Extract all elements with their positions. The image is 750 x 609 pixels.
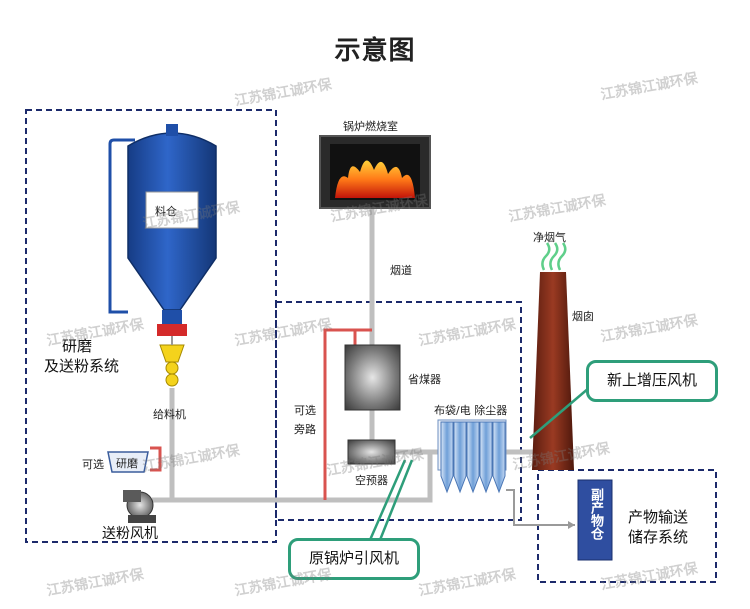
silo-outlet xyxy=(162,310,182,324)
flue-gas-treatment-region xyxy=(275,301,522,521)
flue-label: 烟道 xyxy=(390,264,412,277)
byproduct-system-label-1: 产物输送 xyxy=(628,508,689,526)
silo-outlet-flange xyxy=(157,324,187,336)
feeder-rotor-2 xyxy=(165,373,179,387)
clean-gas-label: 净烟气 xyxy=(533,231,566,244)
chimney-label: 烟囱 xyxy=(572,310,594,323)
economizer-label: 省煤器 xyxy=(408,373,441,386)
powder-fan xyxy=(123,490,156,523)
powder-fan-label: 送粉风机 xyxy=(102,526,158,542)
bypass-label-1: 可选 xyxy=(294,404,316,417)
byproduct-silo xyxy=(577,479,613,561)
air-preheater xyxy=(347,439,396,465)
byproduct-system-label-2: 储存系统 xyxy=(628,528,689,546)
original-id-fan-callout: 原锅炉引风机 xyxy=(288,538,420,580)
air-preheater-label: 空预器 xyxy=(355,474,388,487)
silo-label-box xyxy=(145,191,199,229)
silo-top xyxy=(166,124,178,136)
new-booster-fan-callout: 新上增压风机 xyxy=(586,360,718,402)
grinding-system-label-2: 及送粉系统 xyxy=(44,357,120,375)
mill-bypass-pipe xyxy=(150,446,162,472)
silo-label: 料仓 xyxy=(155,205,177,218)
mill xyxy=(107,451,149,473)
optional-mill-label: 可选 xyxy=(82,458,104,471)
clean-gas-wisps xyxy=(541,242,567,271)
feeder xyxy=(159,344,185,363)
page-title: 示意图 xyxy=(334,36,416,66)
id-fan-leader-2 xyxy=(378,459,414,541)
silo-return-pipe xyxy=(108,138,135,314)
grinding-system-label-1: 研磨 xyxy=(62,337,93,355)
dust-collector-label: 布袋/电 除尘器 xyxy=(434,404,508,417)
feeder-label: 给料机 xyxy=(153,408,186,421)
chimney xyxy=(532,272,574,470)
feeder-rotor-1 xyxy=(165,361,179,375)
economizer xyxy=(344,344,401,411)
byproduct-silo-label: 副产物仓 xyxy=(588,488,603,540)
mill-label: 研磨 xyxy=(116,457,138,470)
id-fan-leader-1 xyxy=(368,459,407,541)
bypass-label-2: 旁路 xyxy=(294,423,316,436)
boiler-label: 锅炉燃烧室 xyxy=(343,120,398,133)
byproduct-conveying-line xyxy=(506,489,575,526)
gray-pipes xyxy=(152,208,540,503)
dust-collector xyxy=(437,419,507,494)
booster-fan-leader xyxy=(529,381,597,439)
boiler-fire xyxy=(335,160,415,198)
